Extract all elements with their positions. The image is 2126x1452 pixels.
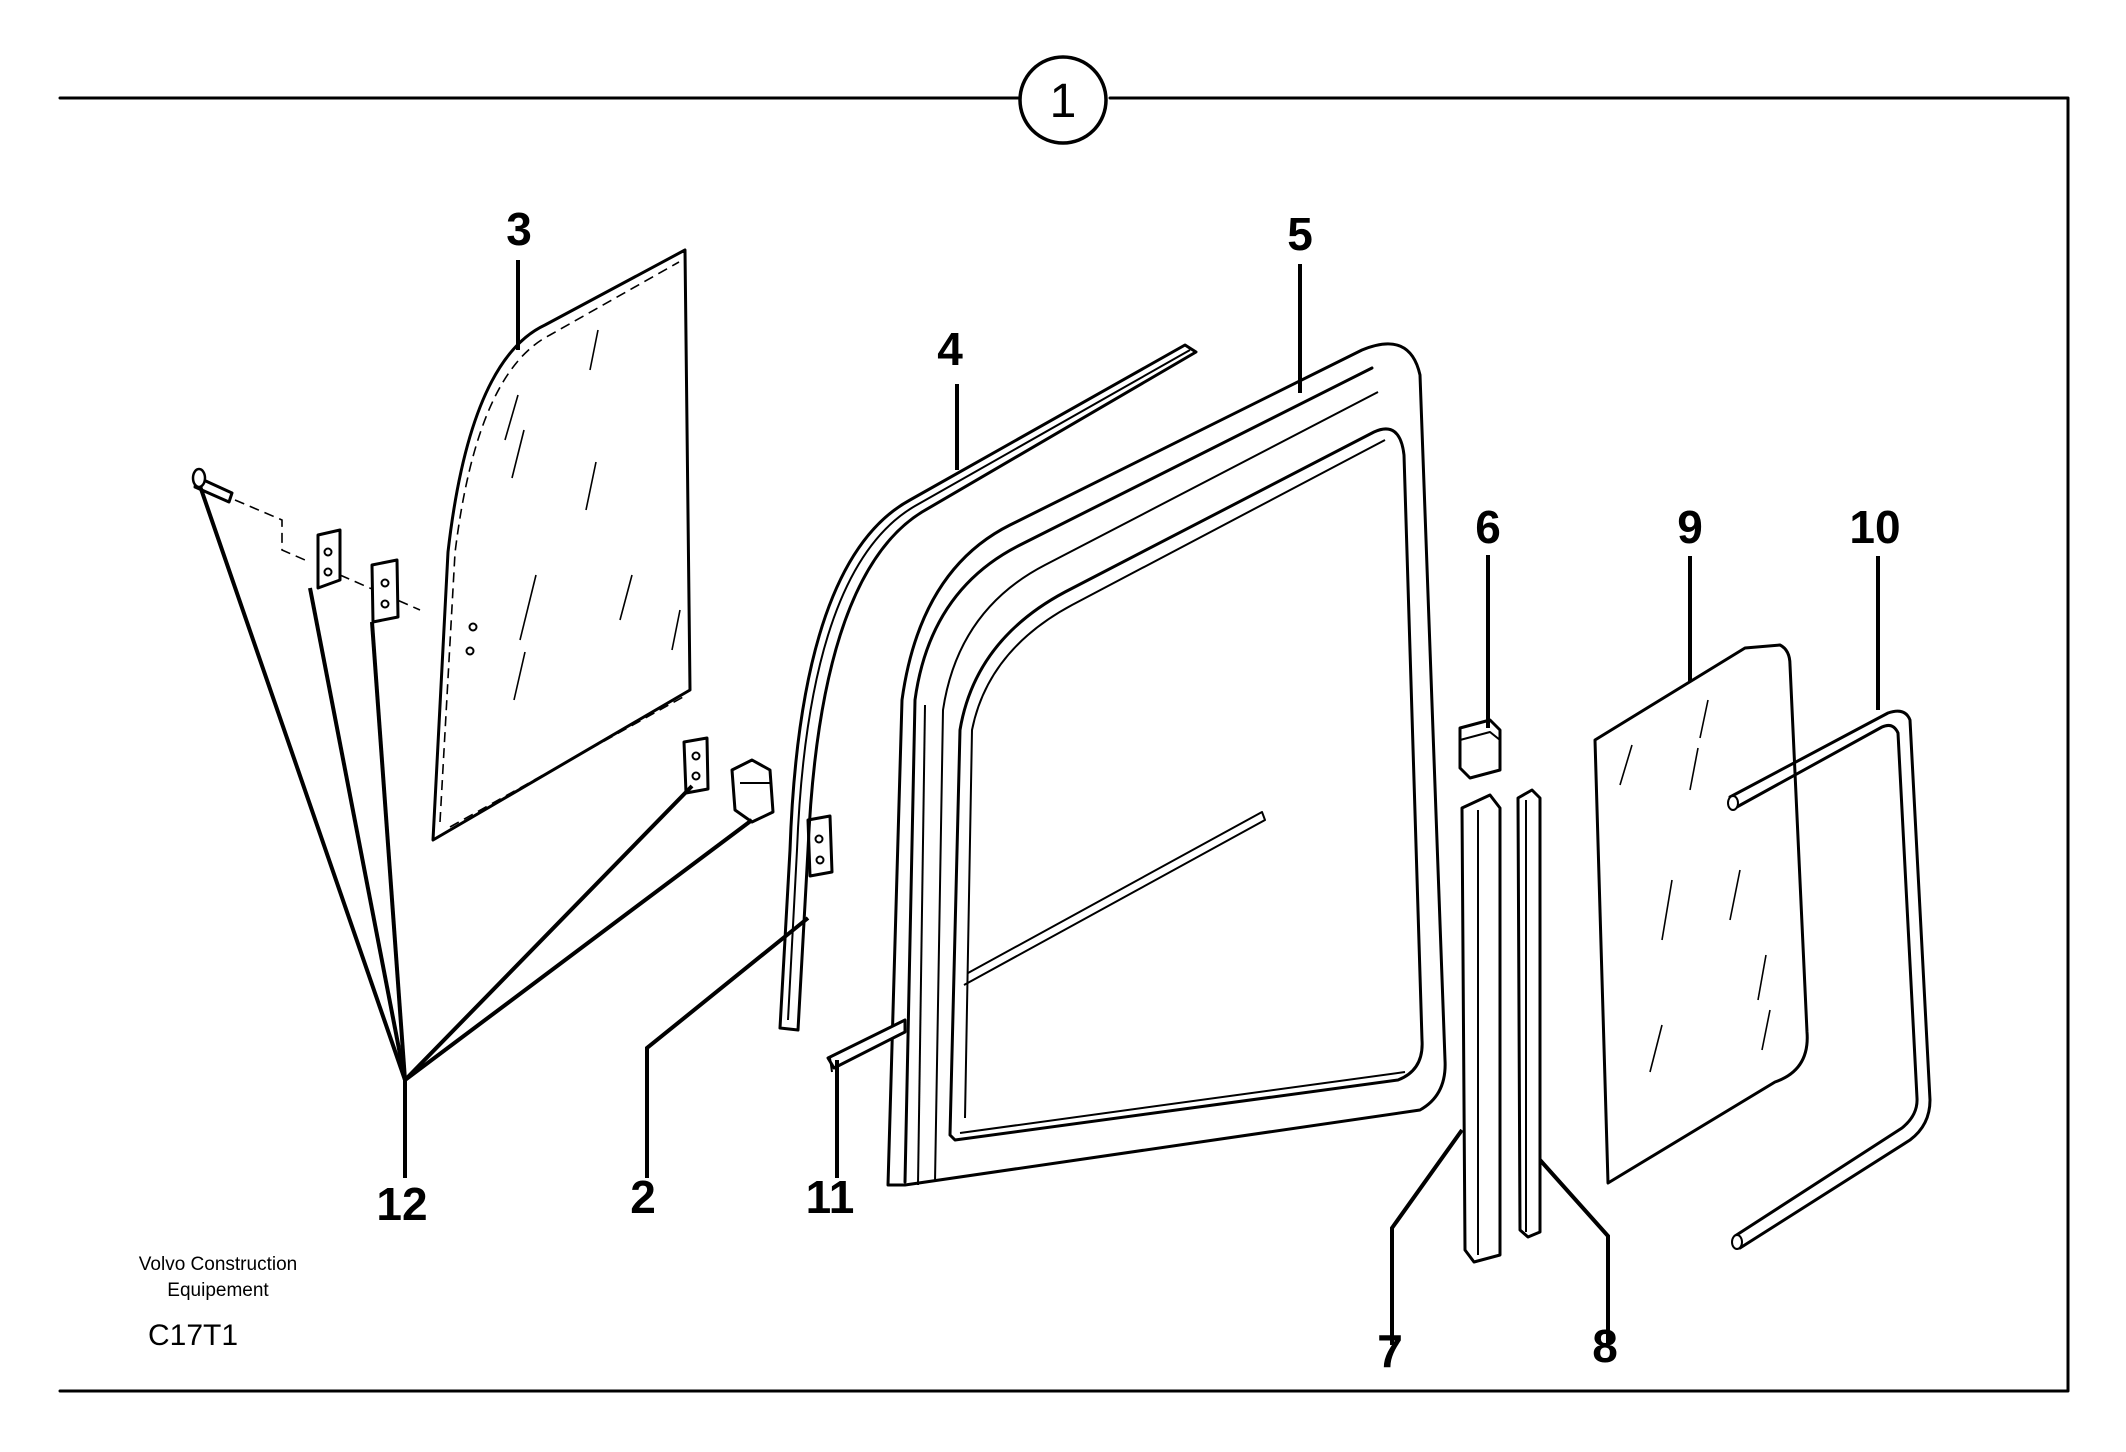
window-frame bbox=[886, 342, 1447, 1187]
callout-12: 12 bbox=[376, 1178, 427, 1230]
callout-6: 6 bbox=[1475, 501, 1501, 553]
company-name-line1: Volvo Construction bbox=[139, 1254, 297, 1275]
drawing-code: C17T1 bbox=[148, 1319, 238, 1352]
door-glass-panel bbox=[431, 248, 692, 842]
callout-9: 9 bbox=[1677, 501, 1703, 553]
glass-seal bbox=[1727, 709, 1932, 1250]
leader-lines bbox=[198, 260, 1880, 1345]
callout-5: 5 bbox=[1287, 208, 1313, 260]
callout-2: 2 bbox=[630, 1171, 656, 1223]
callout-labels: 3 4 5 6 9 10 12 2 11 7 8 bbox=[376, 203, 1900, 1377]
group-number-badge: 1 bbox=[1018, 55, 1108, 145]
callout-4: 4 bbox=[937, 323, 963, 375]
hinge-pin-and-plates bbox=[191, 467, 834, 878]
vertical-strip bbox=[1516, 788, 1542, 1239]
fixed-glass-panel bbox=[1593, 643, 1809, 1185]
diagram-frame bbox=[58, 96, 2070, 1393]
company-name-line2: Equipement bbox=[167, 1280, 269, 1301]
small-seal bbox=[826, 1018, 907, 1073]
callout-3: 3 bbox=[506, 203, 532, 255]
callout-8: 8 bbox=[1592, 1320, 1618, 1372]
callout-11: 11 bbox=[806, 1171, 855, 1223]
seal-strip bbox=[778, 343, 1198, 1032]
callout-7: 7 bbox=[1377, 1325, 1403, 1377]
vertical-channel bbox=[1460, 793, 1502, 1264]
group-number: 1 bbox=[1050, 75, 1077, 128]
footer-block: Volvo Construction Equipement C17T1 bbox=[139, 1254, 297, 1352]
clip bbox=[1458, 718, 1502, 780]
callout-10: 10 bbox=[1849, 501, 1900, 553]
